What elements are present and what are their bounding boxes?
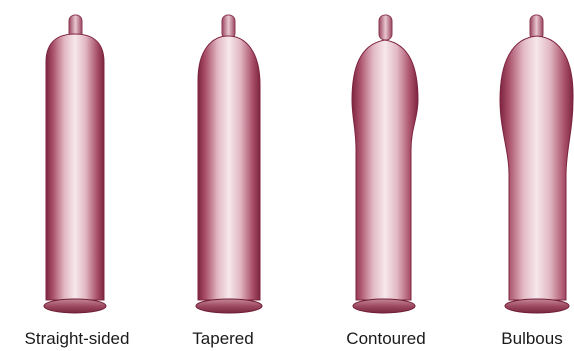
label-bulbous: Bulbous	[501, 328, 562, 350]
contoured-shape	[352, 15, 418, 313]
label-tapered: Tapered	[192, 328, 253, 350]
straight-sided-shape	[44, 15, 106, 313]
bulbous-shape	[500, 15, 573, 313]
label-contoured: Contoured	[346, 328, 425, 350]
tapered-shape	[196, 15, 262, 313]
label-straight-sided: Straight-sided	[25, 328, 130, 350]
